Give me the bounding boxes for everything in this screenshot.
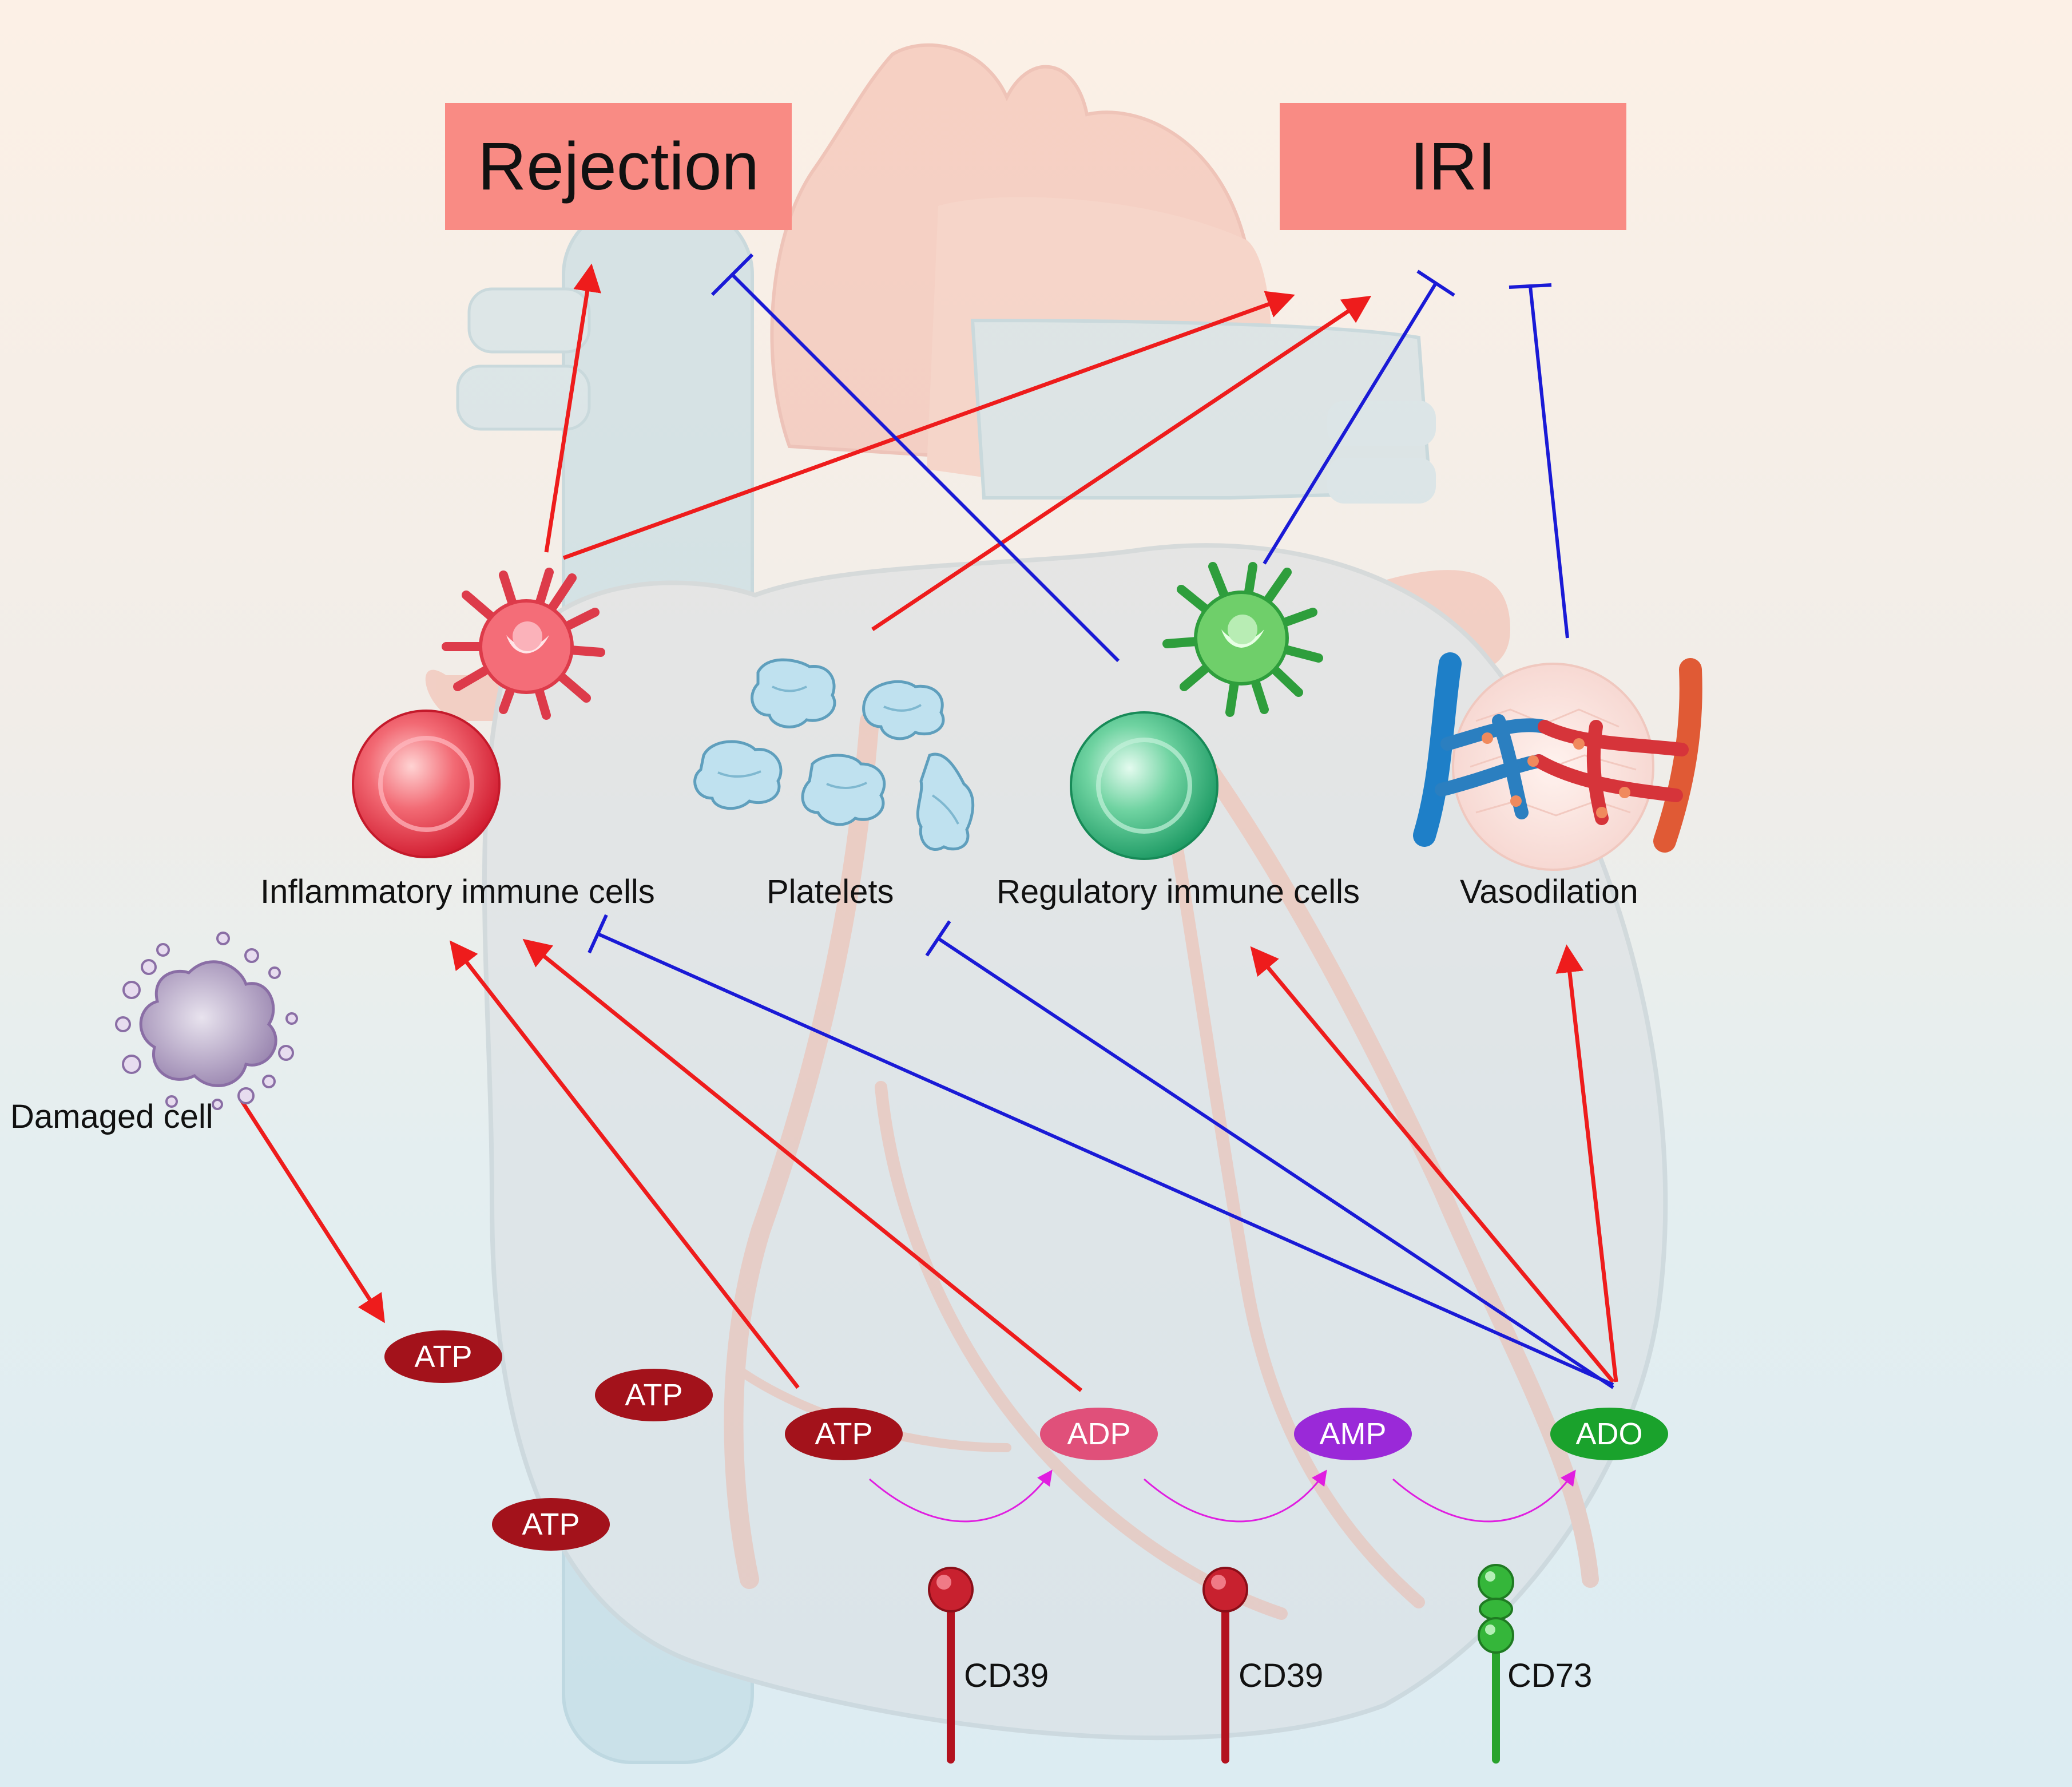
iri-box: IRI: [1280, 103, 1626, 230]
cd39-label-right: CD39: [1239, 1657, 1324, 1694]
arrow-amp-to-ado: [1392, 1469, 1576, 1523]
arrow-ado-to-vasodilation: [1555, 944, 1618, 1382]
vasodilation-label: Vasodilation: [1460, 873, 1638, 910]
activation-arrows: [239, 263, 1618, 1392]
inflammatory-lymphocyte-icon: [352, 710, 501, 858]
cd39-enzyme-left-icon: [928, 1567, 974, 1764]
regulatory-dendritic-cell-icon: [1162, 562, 1323, 717]
cd73-enzyme-icon: [1478, 1564, 1514, 1764]
arrow-adp-to-inflammatory: [522, 938, 1083, 1392]
cd73-label: CD73: [1507, 1657, 1593, 1694]
arrow-atp-to-inflammatory: [449, 940, 800, 1389]
cd39-enzyme-right-icon: [1202, 1567, 1248, 1764]
regulatory-cell-icon: [1070, 562, 1323, 860]
inflammatory-dendritic-cell-icon: [442, 568, 605, 720]
regulatory-lymphocyte-icon: [1070, 711, 1218, 860]
arrow-atp-to-adp: [869, 1469, 1053, 1523]
inhibit-regulatory-to-iri: [1263, 282, 1438, 565]
inhibition-lines: [588, 253, 1614, 1389]
platelet-icon: [693, 658, 975, 851]
atp-pill-1: ATP: [384, 1330, 502, 1383]
arrow-ado-to-regulatory: [1250, 946, 1615, 1384]
damaged-cell-label: Damaged cell: [10, 1098, 213, 1135]
inhibit-ado-to-platelets: [937, 937, 1614, 1389]
amp-pill: AMP: [1294, 1408, 1412, 1460]
damaged-cell-icon: [115, 932, 298, 1110]
platelets-label: Platelets: [767, 873, 894, 910]
rejection-label: Rejection: [478, 129, 759, 204]
inhibit-ado-to-inflammatory: [597, 932, 1614, 1386]
atp-pill-3: ATP: [785, 1408, 903, 1460]
atp-pill-4: ATP: [492, 1498, 610, 1551]
vasodilation-icon: [1413, 652, 1702, 871]
ado-pill: ADO: [1550, 1408, 1668, 1460]
arrow-inflammatory-to-rejection: [544, 263, 601, 553]
arrow-inflammatory-to-iri: [562, 291, 1295, 560]
inflammatory-cells-label: Inflammatory immune cells: [260, 873, 655, 910]
rejection-box: Rejection: [445, 103, 792, 230]
regulatory-cells-label: Regulatory immune cells: [997, 873, 1360, 910]
adp-pill: ADP: [1040, 1408, 1158, 1460]
cd39-label-left: CD39: [964, 1657, 1049, 1694]
conversion-arrows: [869, 1469, 1576, 1523]
iri-label: IRI: [1410, 129, 1497, 204]
arrow-damaged-to-atp: [239, 1097, 385, 1324]
atp-pill-2: ATP: [595, 1369, 713, 1421]
inhibit-regulatory-to-rejection: [731, 273, 1120, 663]
inhibit-vasodilation-to-iri: [1529, 286, 1569, 639]
arrow-platelets-to-iri: [871, 295, 1372, 631]
inflammatory-cell-icon: [352, 568, 605, 858]
arrow-adp-to-amp: [1144, 1469, 1327, 1523]
